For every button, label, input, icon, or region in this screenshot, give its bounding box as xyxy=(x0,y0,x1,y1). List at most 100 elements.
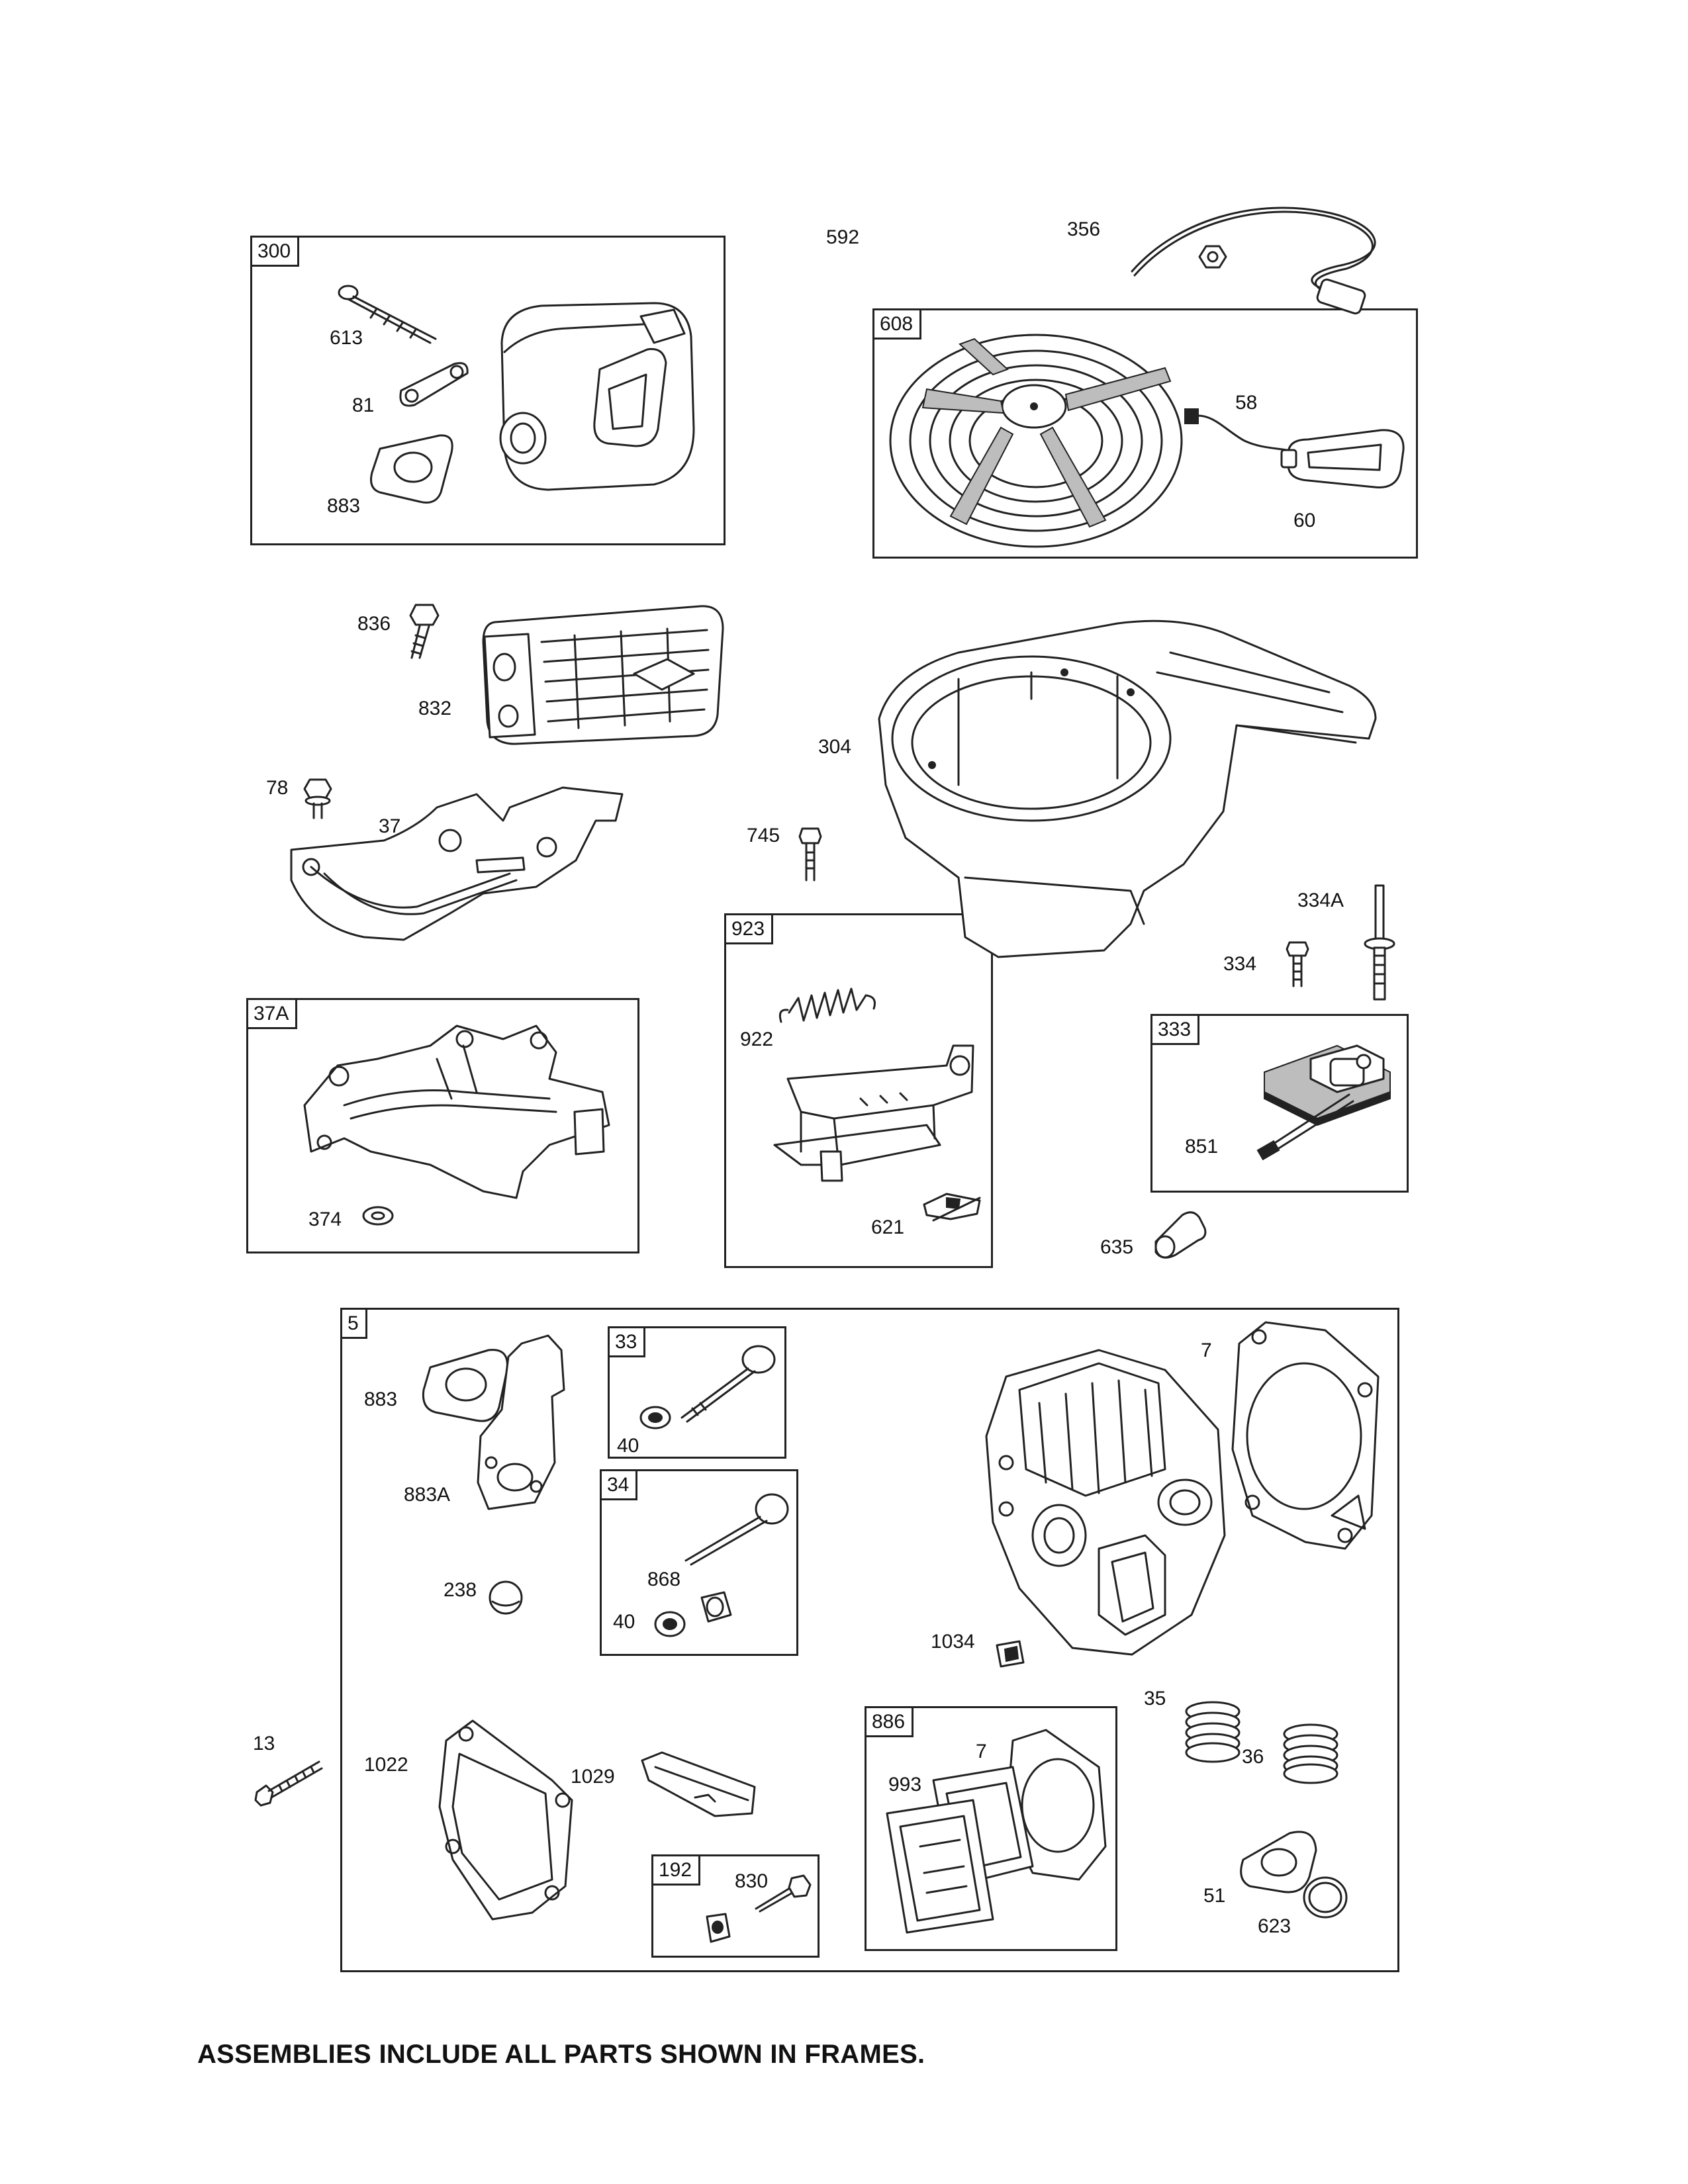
part-label-830: 830 xyxy=(735,1870,769,1892)
gasket-1022-drawing xyxy=(433,1714,579,1926)
cable-356-drawing xyxy=(1125,192,1410,324)
part-label-883-frame5: 883 xyxy=(364,1388,398,1410)
nut-592-drawing xyxy=(1198,244,1227,270)
part-label-851: 851 xyxy=(1185,1136,1219,1158)
assemblies-note: ASSEMBLIES INCLUDE ALL PARTS SHOWN IN FR… xyxy=(197,2040,925,2069)
part-label-356: 356 xyxy=(1067,218,1101,240)
frame-37a: 37A xyxy=(246,998,639,1253)
spring-36-drawing xyxy=(1276,1721,1345,1784)
part-label-868: 868 xyxy=(647,1569,681,1590)
part-label-883a: 883A xyxy=(404,1484,451,1506)
part-label-922: 922 xyxy=(740,1028,774,1050)
part-label-836: 836 xyxy=(357,613,391,635)
spring-922-drawing xyxy=(774,982,880,1042)
part-label-623: 623 xyxy=(1258,1915,1291,1937)
spark-plug-boot-drawing xyxy=(1149,1208,1209,1264)
clip-621-drawing xyxy=(920,1185,986,1224)
frame-923-tag: 923 xyxy=(726,915,774,944)
part-label-334: 334 xyxy=(1223,953,1257,975)
frame-37a-tag: 37A xyxy=(248,1000,298,1029)
frame-333: 333 xyxy=(1150,1014,1409,1193)
blower-housing-drawing xyxy=(866,613,1382,970)
heat-shield-883a-drawing xyxy=(475,1330,575,1510)
frame-5-tag: 5 xyxy=(342,1310,367,1339)
part-label-621: 621 xyxy=(871,1216,905,1238)
seal-868-drawing xyxy=(695,1588,735,1625)
bolt-836-drawing xyxy=(402,601,442,660)
gasket-set-886-drawing xyxy=(880,1727,1112,1939)
frame-333-tag: 333 xyxy=(1152,1016,1200,1045)
part-label-37: 37 xyxy=(379,815,401,837)
rewind-starter-drawing xyxy=(887,328,1192,553)
part-label-81: 81 xyxy=(352,394,375,416)
part-label-40-exhaust: 40 xyxy=(613,1611,635,1633)
gasket-51-drawing xyxy=(1237,1827,1323,1899)
washer-374-drawing xyxy=(361,1205,395,1227)
frame-192-tag: 192 xyxy=(653,1856,701,1886)
stud-334a-drawing xyxy=(1360,883,1399,1002)
keeper-40a-drawing xyxy=(637,1403,674,1432)
part-label-7-gasket-set: 7 xyxy=(976,1741,987,1762)
part-label-51: 51 xyxy=(1203,1885,1226,1907)
part-label-635: 635 xyxy=(1100,1236,1134,1258)
air-guide-37a-drawing xyxy=(298,1019,629,1205)
frame-34: 34 xyxy=(600,1469,798,1656)
part-label-35: 35 xyxy=(1144,1688,1166,1709)
part-label-832: 832 xyxy=(418,698,452,719)
frame-886: 886 xyxy=(865,1706,1117,1951)
gasket-883b-drawing xyxy=(420,1343,512,1426)
part-label-304: 304 xyxy=(818,736,852,758)
o-ring-623-drawing xyxy=(1300,1874,1350,1921)
keeper-40b-drawing xyxy=(651,1608,688,1641)
bolt-13-drawing xyxy=(253,1755,326,1808)
bolt-745-drawing xyxy=(797,826,823,883)
muffler-guard-drawing xyxy=(475,596,727,748)
part-label-613: 613 xyxy=(330,327,363,349)
part-label-883-muffler: 883 xyxy=(327,495,361,517)
frame-33-tag: 33 xyxy=(610,1328,646,1357)
part-label-36: 36 xyxy=(1242,1746,1264,1768)
frame-923: 923 xyxy=(724,913,993,1268)
part-label-40-intake: 40 xyxy=(617,1435,639,1457)
governor-bracket-drawing xyxy=(761,1019,980,1185)
frame-300: 300 xyxy=(250,236,726,545)
clip-1034-drawing xyxy=(993,1639,1026,1669)
part-label-60: 60 xyxy=(1293,510,1316,531)
frame-192: 192 xyxy=(651,1854,820,1958)
rocker-arm-1029-drawing xyxy=(635,1747,761,1820)
stud-830-drawing xyxy=(753,1873,813,1913)
part-label-13: 13 xyxy=(253,1733,275,1754)
part-label-58: 58 xyxy=(1235,392,1258,414)
frame-300-tag: 300 xyxy=(252,238,300,267)
nut-192-drawing xyxy=(700,1910,733,1946)
plug-238-drawing xyxy=(487,1579,524,1616)
valve-34-drawing xyxy=(682,1482,794,1569)
handle-60-drawing xyxy=(1280,424,1407,496)
frame-5: 5 xyxy=(340,1308,1399,1972)
spring-35-drawing xyxy=(1178,1698,1247,1764)
part-label-1034: 1034 xyxy=(931,1631,975,1653)
part-label-592: 592 xyxy=(826,226,860,248)
part-label-78: 78 xyxy=(266,777,289,799)
gasket-883-drawing xyxy=(367,429,459,508)
valve-33-drawing xyxy=(669,1340,781,1426)
bolt-613-drawing xyxy=(336,283,442,349)
part-label-238: 238 xyxy=(444,1579,477,1601)
bolt-78-drawing xyxy=(302,777,335,821)
part-label-1022: 1022 xyxy=(364,1754,408,1776)
part-label-7-head-gasket: 7 xyxy=(1201,1340,1212,1361)
part-label-745: 745 xyxy=(747,825,780,846)
wire-851-drawing xyxy=(1250,1085,1356,1165)
frame-33: 33 xyxy=(608,1326,786,1459)
cylinder-head-drawing xyxy=(966,1337,1231,1661)
plate-81-drawing xyxy=(395,357,474,410)
frame-886-tag: 886 xyxy=(867,1708,914,1737)
part-label-1029: 1029 xyxy=(571,1766,615,1788)
frame-34-tag: 34 xyxy=(602,1471,638,1500)
head-gasket-7-drawing xyxy=(1226,1317,1385,1555)
part-label-993: 993 xyxy=(888,1774,922,1796)
part-label-334a: 334A xyxy=(1297,889,1344,911)
air-guide-37-drawing xyxy=(285,781,629,946)
muffler-drawing xyxy=(489,296,700,495)
part-label-374: 374 xyxy=(308,1208,342,1230)
